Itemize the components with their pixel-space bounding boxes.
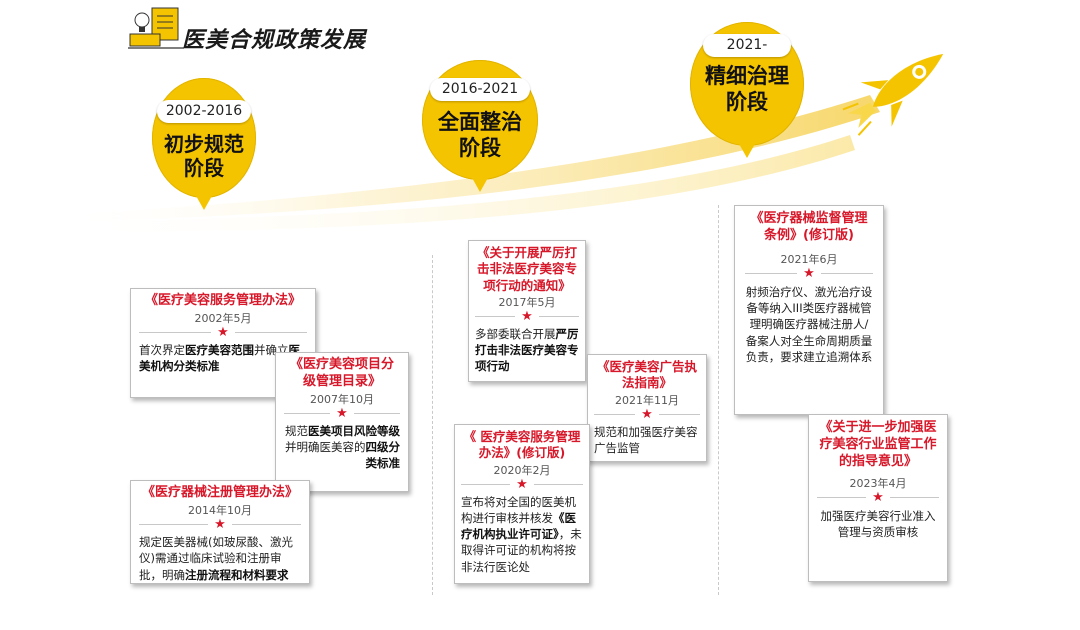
policy-date: 2007年10月	[284, 391, 400, 407]
policy-date: 2002年5月	[139, 310, 307, 326]
date-divider: ★	[745, 267, 873, 280]
policy-body: 加强医疗美容行业准入管理与资质审核	[817, 508, 939, 541]
star-icon: ★	[872, 491, 884, 504]
policy-title: 《医疗美容广告执法指南》	[594, 359, 700, 392]
policy-title: 《医疗美容项目分级管理目录》	[284, 357, 400, 391]
star-icon: ★	[641, 408, 653, 421]
policy-card: 《 医疗美容服务管理办法》(修订版) 2020年2月 ★ 宣布将对全国的医美机构…	[454, 424, 590, 584]
policy-date: 2023年4月	[817, 475, 939, 491]
star-icon: ★	[803, 267, 815, 280]
stage-years: 2002-2016	[157, 100, 251, 123]
rocket-icon	[836, 30, 971, 140]
column-divider	[718, 205, 719, 595]
star-icon: ★	[516, 478, 528, 491]
policy-body: 多部委联合开展严厉打击非法医疗美容专项行动	[475, 326, 579, 375]
policy-body-text: 加强医疗美容行业准入管理与资质审核	[821, 509, 936, 539]
policy-date: 2020年2月	[461, 462, 583, 478]
policy-date: 2021年6月	[745, 251, 873, 267]
policy-body-emphasis: 医疗美容范围	[185, 343, 254, 357]
policy-card: 《医疗器械监督管理条例》(修订版) 2021年6月 ★ 射频治疗仪、激光治疗设备…	[734, 205, 884, 415]
policy-title: 《医疗器械监督管理条例》(修订版)	[745, 211, 873, 245]
policy-body-text: 规范	[285, 424, 308, 438]
policy-body-emphasis: 四级分类标准	[366, 440, 401, 470]
date-divider: ★	[461, 478, 583, 491]
documents-and-lightbulb-icon	[128, 0, 184, 52]
star-icon: ★	[217, 326, 229, 339]
policy-title: 《医疗美容服务管理办法》	[139, 293, 307, 310]
policy-body-text: 规范和加强医疗美容广告监管	[594, 425, 698, 455]
policy-card: 《关于开展严厉打击非法医疗美容专项行动的通知》 2017年5月 ★ 多部委联合开…	[468, 240, 586, 382]
policy-title: 《关于开展严厉打击非法医疗美容专项行动的通知》	[475, 245, 579, 294]
policy-body: 射频治疗仪、激光治疗设备等纳入III类医疗器械管理明确医疗器械注册人/备案人对全…	[745, 284, 873, 366]
policy-date: 2021年11月	[594, 392, 700, 408]
star-icon: ★	[521, 310, 533, 323]
policy-body: 宣布将对全国的医美机构进行审核并核发《医疗机构执业许可证》，未取得许可证的机构将…	[461, 494, 583, 576]
star-icon: ★	[336, 407, 348, 420]
policy-body: 规范医美项目风险等级并明确医美容的四级分类标准	[284, 423, 400, 472]
policy-body-emphasis: 医美项目风险等级	[308, 424, 400, 438]
date-divider: ★	[475, 310, 579, 323]
date-divider: ★	[817, 491, 939, 504]
star-icon: ★	[214, 518, 226, 531]
stage-name: 初步规范 阶段	[152, 132, 256, 181]
policy-card: 《关于进一步加强医疗美容行业监管工作的指导意见》 2023年4月 ★ 加强医疗美…	[808, 414, 948, 582]
policy-card: 《医疗器械注册管理办法》 2014年10月 ★ 规定医美器械(如玻尿酸、激光仪)…	[130, 480, 310, 584]
policy-title: 《关于进一步加强医疗美容行业监管工作的指导意见》	[817, 420, 939, 471]
policy-title: 《 医疗美容服务管理办法》(修订版)	[461, 429, 583, 462]
stage-bubble-3: 2021- 精细治理 阶段	[690, 22, 804, 158]
column-divider	[432, 255, 433, 595]
date-divider: ★	[594, 408, 700, 421]
policy-body: 规范和加强医疗美容广告监管	[594, 424, 700, 457]
stage-years: 2016-2021	[430, 78, 530, 101]
policy-body-text: 射频治疗仪、激光治疗设备等纳入III类医疗器械管理明确医疗器械注册人/备案人对全…	[746, 285, 873, 364]
policy-card: 《医疗美容项目分级管理目录》 2007年10月 ★ 规范医美项目风险等级并明确医…	[275, 352, 409, 492]
stage-bubble-1: 2002-2016 初步规范 阶段	[152, 78, 256, 213]
stage-years: 2021-	[703, 34, 791, 57]
policy-body-text: 并明确医美容的	[285, 440, 366, 454]
policy-date: 2017年5月	[475, 294, 579, 310]
stage-bubble-2: 2016-2021 全面整治 阶段	[422, 60, 538, 194]
policy-body-text: 首次界定	[139, 343, 185, 357]
date-divider: ★	[284, 407, 400, 420]
policy-body-text: 多部委联合开展	[475, 327, 556, 341]
date-divider: ★	[139, 518, 301, 531]
policy-card: 《医疗美容广告执法指南》 2021年11月 ★ 规范和加强医疗美容广告监管	[587, 354, 707, 462]
policy-title: 《医疗器械注册管理办法》	[139, 485, 301, 502]
policy-body: 规定医美器械(如玻尿酸、激光仪)需通过临床试验和注册审批，明确注册流程和材料要求	[139, 534, 301, 583]
stage-name: 精细治理 阶段	[690, 64, 804, 115]
policy-date: 2014年10月	[139, 502, 301, 518]
page-title: 医美合规政策发展	[182, 22, 366, 54]
date-divider: ★	[139, 326, 307, 339]
stage-name: 全面整治 阶段	[422, 110, 538, 161]
policy-body-emphasis: 注册流程和材料要求	[185, 568, 289, 582]
